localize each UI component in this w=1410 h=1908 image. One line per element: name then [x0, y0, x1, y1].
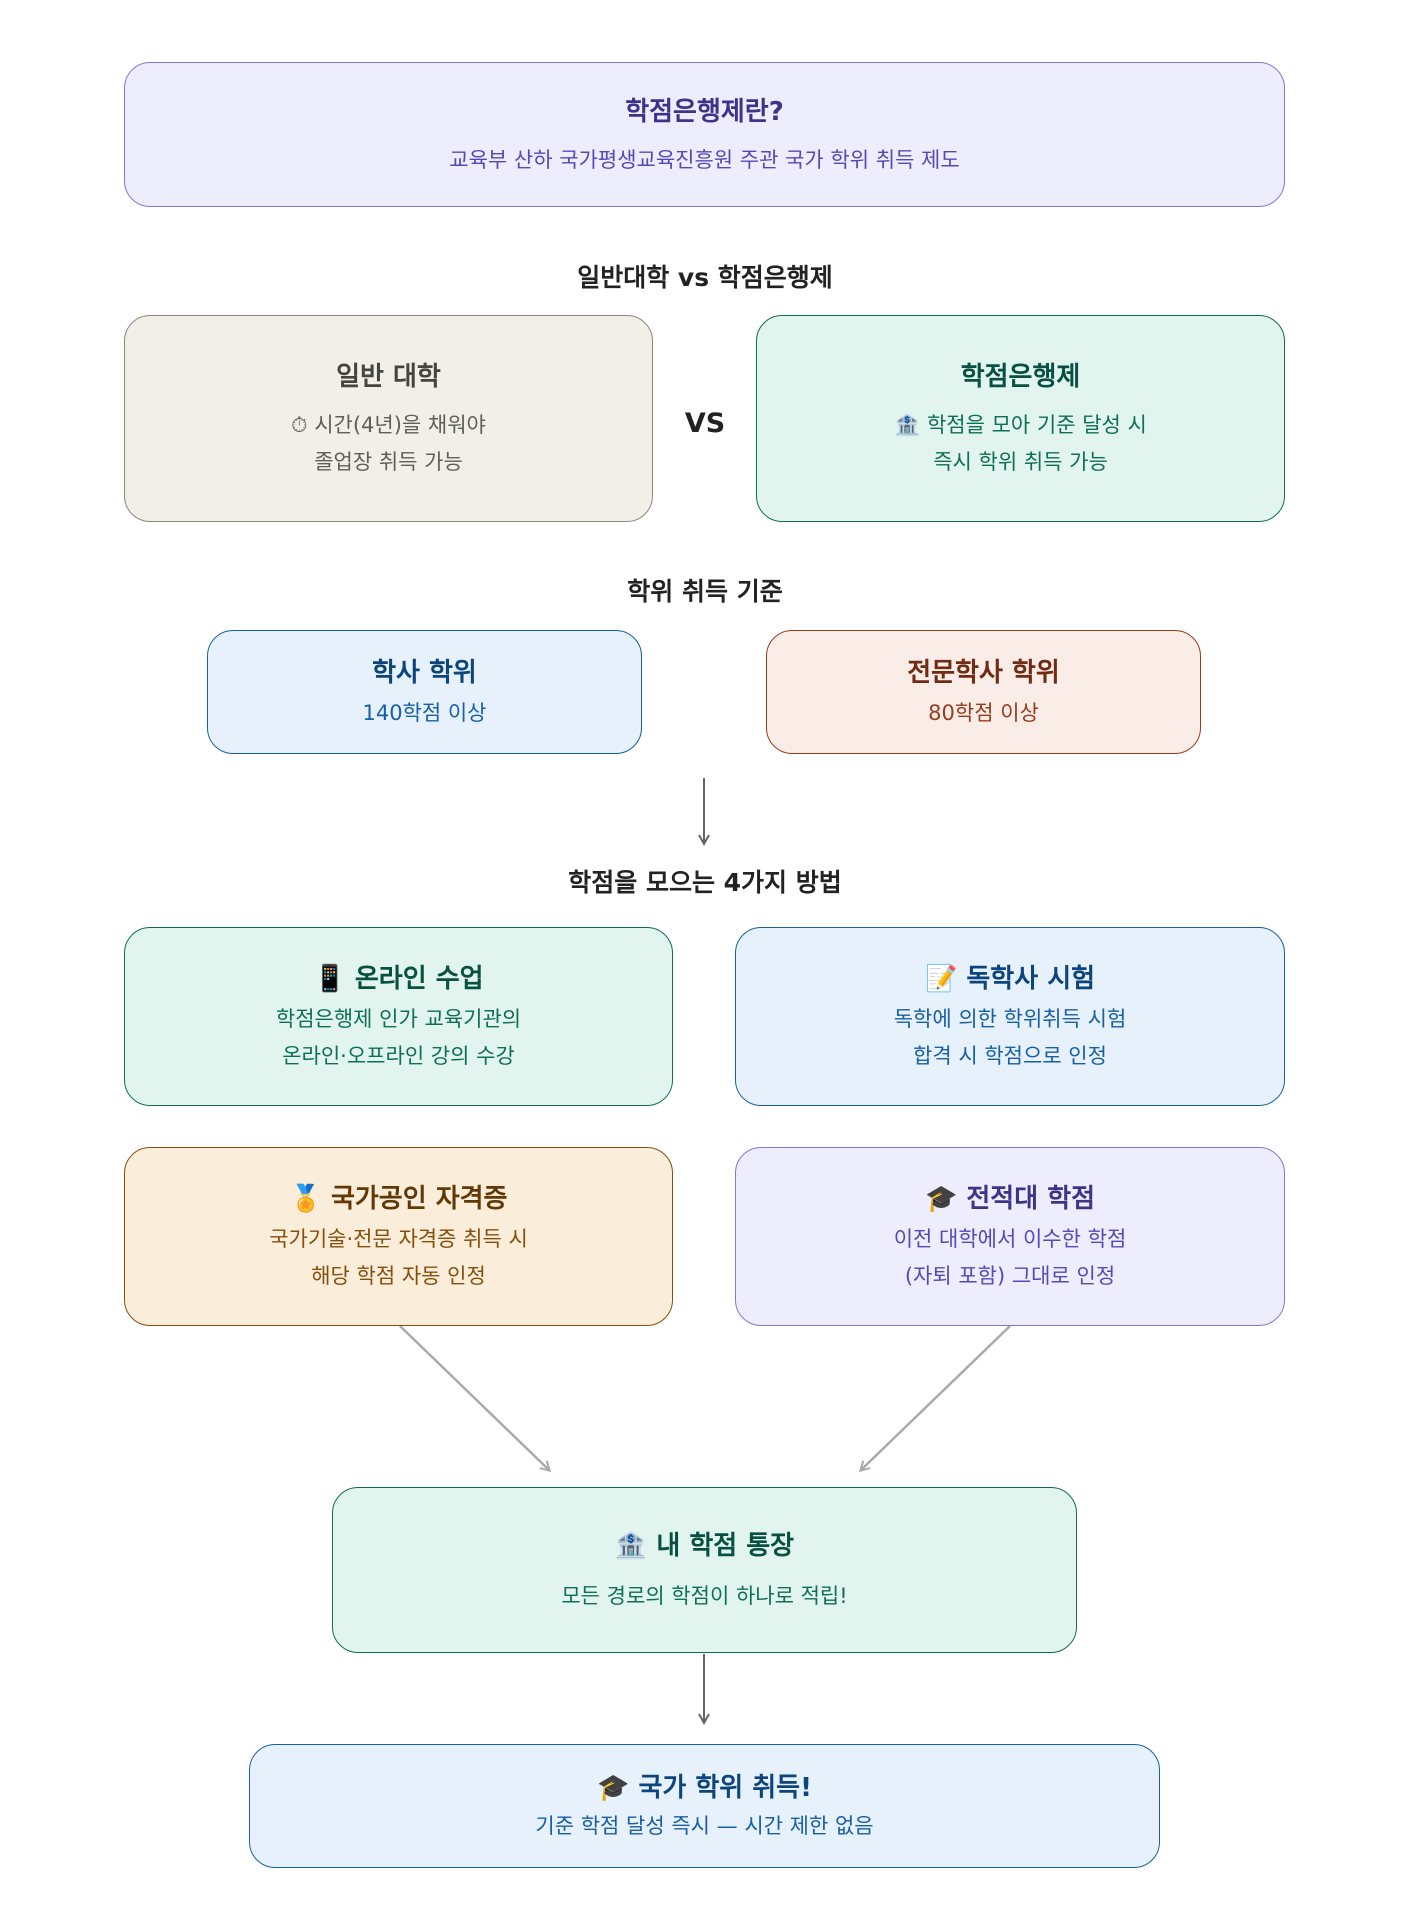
method-self-study-exam: 📝 독학사 시험 독학에 의한 학위취득 시험 합격 시 학점으로 인정 — [735, 927, 1285, 1106]
graduation-cap-icon: 🎓 — [924, 1184, 958, 1214]
bachelor-box: 학사 학위 140학점 이상 — [207, 630, 642, 754]
arrow-license-to-account — [399, 1325, 549, 1470]
credit-bank-box: 학점은행제 🏦 학점을 모아 기준 달성 시 즉시 학위 취득 가능 — [756, 315, 1285, 522]
method-online-class: 📱 온라인 수업 학점은행제 인가 교육기관의 온라인·오프라인 강의 수강 — [124, 927, 673, 1106]
phone-icon: 📱 — [313, 964, 346, 994]
credit-account-box: 🏦 내 학점 통장 모든 경로의 학점이 하나로 적립! — [332, 1487, 1077, 1653]
vs-label: VS — [684, 408, 726, 439]
method-line2: (자퇴 포함) 그대로 인정 — [904, 1264, 1116, 1288]
account-title: 내 학점 통장 — [656, 1531, 795, 1561]
associate-title: 전문학사 학위 — [907, 658, 1060, 688]
associate-box: 전문학사 학위 80학점 이상 — [766, 630, 1201, 754]
regular-university-box: 일반 대학 ⏱ 시간(4년)을 채워야 졸업장 취득 가능 — [124, 315, 653, 522]
intro-title: 학점은행제란? — [625, 96, 784, 127]
method-title: 국가공인 자격증 — [330, 1184, 508, 1214]
method-line1: 국가기술·전문 자격증 취득 시 — [269, 1227, 528, 1251]
arrow-transfer-to-account — [861, 1325, 1011, 1470]
credit-bank-line1: 학점을 모아 기준 달성 시 — [926, 413, 1147, 437]
bachelor-value: 140학점 이상 — [362, 701, 487, 725]
method-line2: 합격 시 학점으로 인정 — [913, 1044, 1107, 1068]
account-subtitle: 모든 경로의 학점이 하나로 적립! — [561, 1584, 848, 1608]
intro-box: 학점은행제란? 교육부 산하 국가평생교육진흥원 주관 국가 학위 취득 제도 — [124, 62, 1285, 207]
method-title: 온라인 수업 — [354, 964, 484, 994]
regular-university-line2: 졸업장 취득 가능 — [314, 450, 463, 474]
method-line1: 이전 대학에서 이수한 학점 — [893, 1227, 1127, 1251]
method-line2: 온라인·오프라인 강의 수강 — [282, 1044, 515, 1068]
method-line1: 학점은행제 인가 교육기관의 — [275, 1007, 522, 1031]
bank-icon: 🏦 — [614, 1531, 648, 1561]
associate-value: 80학점 이상 — [928, 701, 1039, 725]
result-title: 국가 학위 취득! — [638, 1773, 812, 1803]
methods-heading: 학점을 모으는 4가지 방법 — [568, 868, 842, 897]
graduation-cap-icon: 🎓 — [597, 1773, 630, 1803]
regular-university-line1: 시간(4년)을 채워야 — [314, 413, 486, 437]
bachelor-title: 학사 학위 — [372, 658, 477, 688]
method-transfer-credit: 🎓 전적대 학점 이전 대학에서 이수한 학점 (자퇴 포함) 그대로 인정 — [735, 1147, 1285, 1326]
credit-bank-title: 학점은행제 — [960, 362, 1081, 392]
result-subtitle: 기준 학점 달성 즉시 — 시간 제한 없음 — [535, 1814, 874, 1838]
regular-university-title: 일반 대학 — [336, 362, 441, 392]
criteria-heading: 학위 취득 기준 — [627, 577, 783, 606]
method-line2: 해당 학점 자동 인정 — [311, 1264, 486, 1288]
method-certificate: 🏅 국가공인 자격증 국가기술·전문 자격증 취득 시 해당 학점 자동 인정 — [124, 1147, 673, 1326]
method-line1: 독학에 의한 학위취득 시험 — [893, 1007, 1127, 1031]
memo-icon: 📝 — [924, 964, 958, 994]
compare-heading: 일반대학 vs 학점은행제 — [577, 263, 833, 292]
method-title: 독학사 시험 — [966, 964, 1096, 994]
medal-icon: 🏅 — [289, 1184, 322, 1214]
method-title: 전적대 학점 — [966, 1184, 1096, 1214]
result-box: 🎓 국가 학위 취득! 기준 학점 달성 즉시 — 시간 제한 없음 — [249, 1744, 1160, 1868]
intro-subtitle: 교육부 산하 국가평생교육진흥원 주관 국가 학위 취득 제도 — [449, 147, 960, 172]
timer-icon: ⏱ — [291, 413, 308, 437]
credit-bank-line2: 즉시 학위 취득 가능 — [933, 450, 1108, 474]
bank-icon: 🏦 — [894, 413, 921, 437]
